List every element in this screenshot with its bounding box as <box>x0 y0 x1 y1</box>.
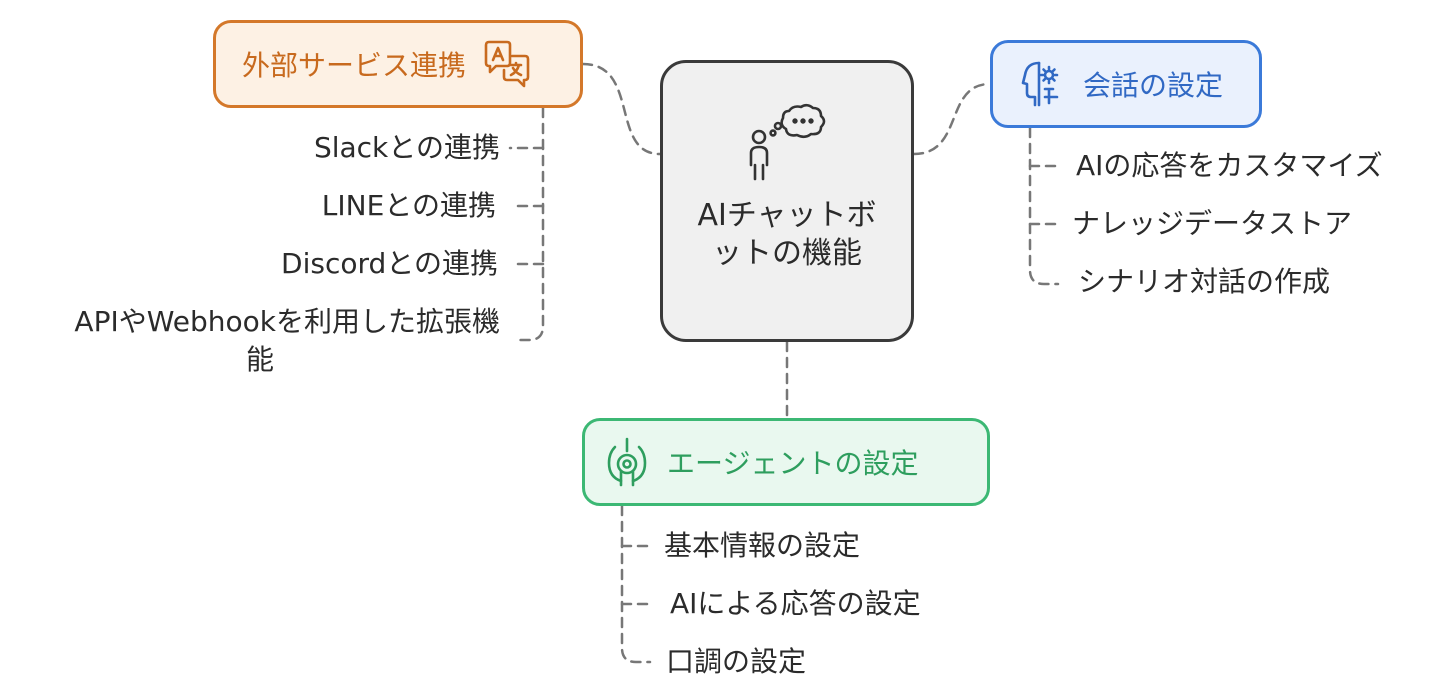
translate-icon <box>482 39 532 89</box>
conversation-item-scenario: シナリオ対話の作成 <box>1078 265 1331 298</box>
agent-item-tone: 口調の設定 <box>666 645 807 678</box>
conversation-item-knowledge: ナレッジデータストア <box>1072 207 1353 240</box>
connector-conversation-trunk <box>1028 126 1060 286</box>
connector-center-external <box>581 62 662 156</box>
connector-external-trunk <box>514 106 545 342</box>
agent-settings-node: エージェントの設定 <box>582 418 990 506</box>
agent-settings-label: エージェントの設定 <box>667 447 919 480</box>
external-item-api-webhook-cont: 能 <box>246 343 275 376</box>
external-item-discord: Discordとの連携 <box>281 247 498 280</box>
external-item-api-webhook: APIやWebhookを利用した拡張機 <box>74 305 500 338</box>
conversation-item-customize: AIの応答をカスタマイズ <box>1076 149 1383 182</box>
head-gear-icon <box>1019 59 1063 109</box>
connector-agent-trunk <box>620 504 652 664</box>
center-node: AIチャットボットの機能 <box>660 60 914 342</box>
external-services-node: 外部サービス連携 <box>213 20 583 108</box>
connector-center-conversation <box>912 82 992 156</box>
center-node-label: AIチャットボットの機能 <box>697 198 877 271</box>
agent-item-ai-response: AIによる応答の設定 <box>670 587 921 620</box>
agent-item-basic-info: 基本情報の設定 <box>664 529 861 562</box>
external-item-slack: Slackとの連携 <box>313 131 500 164</box>
external-item-line: LINEとの連携 <box>321 189 496 222</box>
external-services-label: 外部サービス連携 <box>242 49 467 82</box>
target-signal-icon <box>605 437 649 487</box>
conversation-settings-label: 会話の設定 <box>1083 69 1224 102</box>
person-thought-bubble-icon <box>745 103 829 183</box>
conversation-settings-node: 会話の設定 <box>990 40 1262 128</box>
